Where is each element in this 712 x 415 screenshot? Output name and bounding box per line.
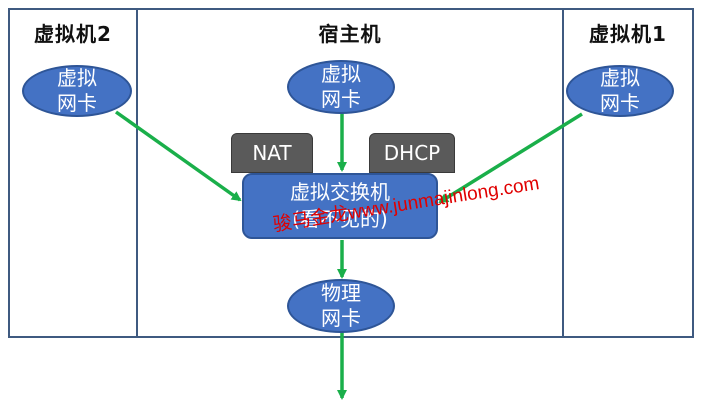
switch-line2: (看不见的) [292, 207, 388, 231]
vm1-nic-line1: 虚拟 [600, 66, 640, 90]
vm2-panel: 虚拟机2 [8, 8, 138, 338]
host-virtual-nic: 虚拟 网卡 [287, 60, 395, 114]
switch-line1: 虚拟交换机 [290, 180, 390, 204]
vm1-panel: 虚拟机1 [562, 8, 694, 338]
dhcp-tag: DHCP [369, 133, 455, 173]
vm2-nic-line1: 虚拟 [57, 66, 97, 90]
host-title: 宿主机 [318, 22, 382, 46]
virtual-switch: 虚拟交换机 (看不见的) [242, 173, 438, 239]
vm2-title: 虚拟机2 [34, 22, 112, 46]
vm2-virtual-nic: 虚拟 网卡 [22, 65, 132, 117]
nat-tag: NAT [231, 133, 313, 173]
arrow-vm1-to-switch [438, 112, 583, 204]
vm1-nic-line2: 网卡 [600, 91, 640, 115]
arrow-vm2-to-switch [114, 110, 242, 202]
host-nic-line1: 虚拟 [321, 62, 361, 86]
host-nic-line2: 网卡 [321, 87, 361, 111]
physical-nic-line2: 网卡 [321, 306, 361, 330]
vm1-title: 虚拟机1 [589, 22, 667, 46]
physical-nic-line1: 物理 [321, 281, 361, 305]
physical-nic: 物理 网卡 [287, 279, 395, 333]
vm1-virtual-nic: 虚拟 网卡 [566, 65, 674, 117]
vm2-nic-line2: 网卡 [57, 91, 97, 115]
